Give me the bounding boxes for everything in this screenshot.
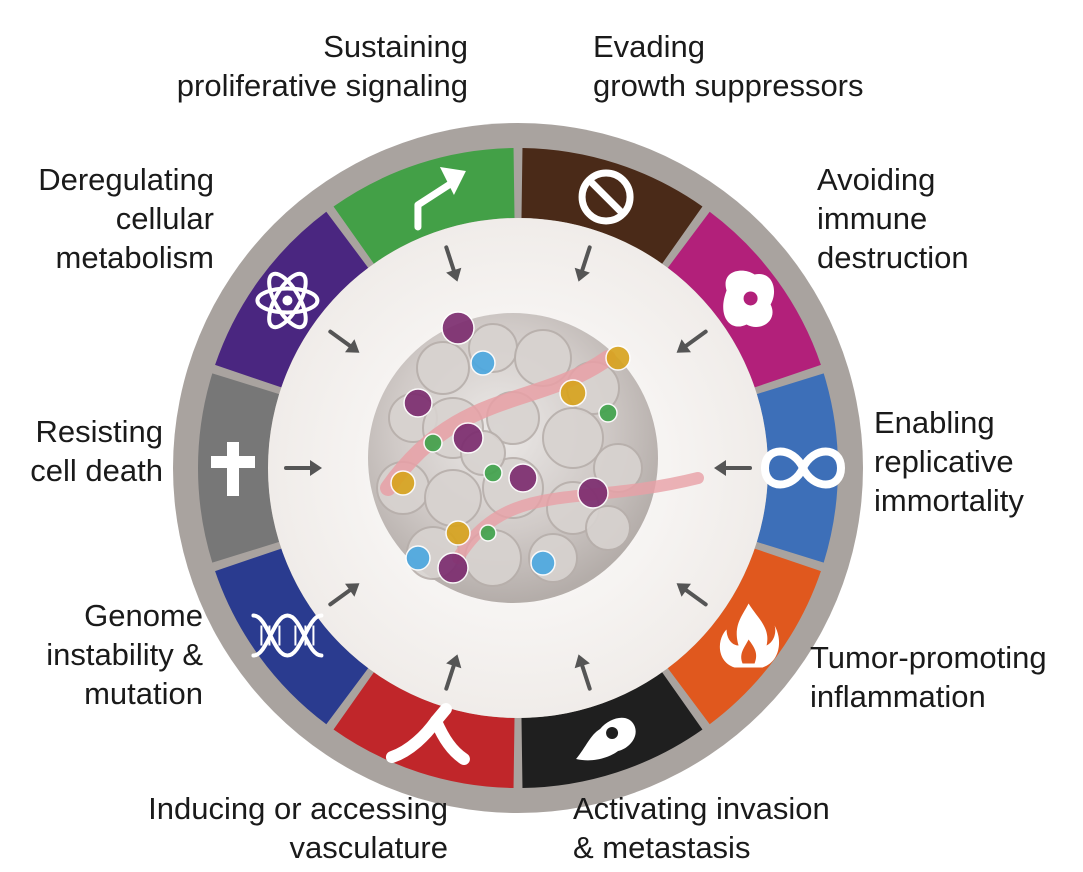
segment-proliferative [333, 148, 515, 264]
atom-icon [255, 271, 320, 330]
inward-arrow [444, 245, 462, 282]
inward-arrow [676, 583, 708, 607]
immune-cell-icon [723, 270, 775, 328]
prohibited-sign-icon [578, 169, 634, 225]
flame-icon [719, 603, 780, 668]
tumor-illustration [368, 311, 704, 603]
segment-replicative-immortality [756, 373, 838, 563]
dna-helix-icon [251, 613, 324, 658]
cross-icon [211, 442, 255, 496]
inward-arrow [328, 583, 360, 607]
label-invasion-metastasis: Activating invasion& metastasis [573, 791, 830, 865]
arrow-up-right-icon [414, 166, 466, 231]
inward-arrow [574, 245, 592, 282]
migrating-cell-icon [576, 717, 636, 761]
inward-arrow [574, 654, 592, 691]
blood-vessel-icon [385, 703, 470, 766]
inward-arrow [328, 329, 360, 353]
inward-arrow [444, 654, 462, 691]
inward-arrow [714, 460, 752, 476]
segment-genome-instability [215, 548, 369, 725]
infinity-icon [761, 447, 845, 489]
inward-arrow [676, 329, 708, 353]
inward-arrow [284, 460, 322, 476]
